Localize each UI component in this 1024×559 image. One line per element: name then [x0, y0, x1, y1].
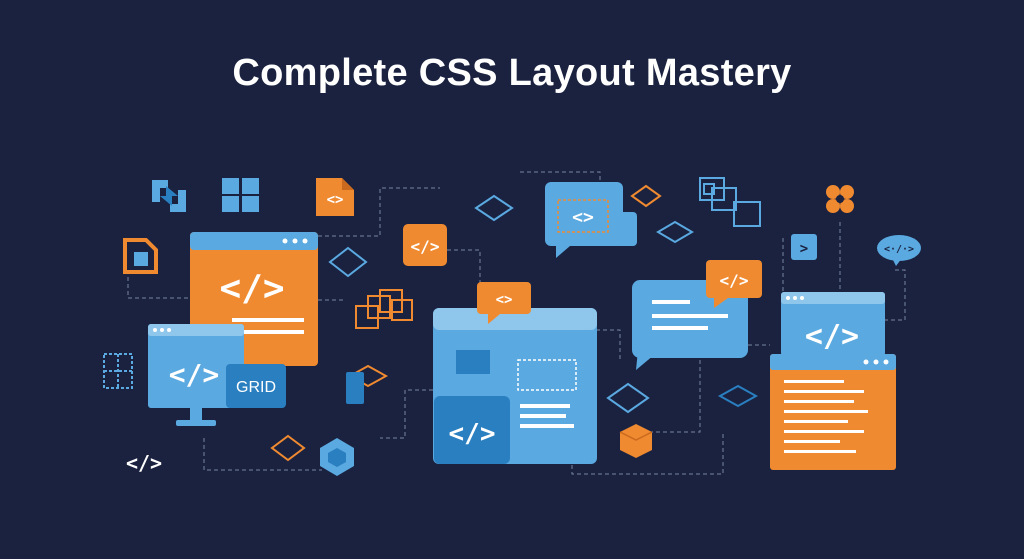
orange-tag-bubble: <> [477, 282, 531, 324]
diamond-icon-right [656, 220, 694, 244]
terminal-icon: > [791, 234, 817, 260]
orange-tag-bubble-glyph: <> [496, 292, 513, 308]
grid-badge-label: GRID [236, 379, 276, 396]
blue-code-window: </> [781, 292, 885, 356]
sync-icon [152, 180, 186, 212]
dashed-grid-icon [103, 353, 133, 389]
small-chat-icon: <·/·> [877, 235, 921, 266]
white-code-glyph: </> [126, 451, 162, 475]
diamond-icon-center [606, 382, 650, 414]
orange-code-bubble-glyph: </> [720, 271, 749, 290]
orange-code-bubble: </> [706, 260, 762, 308]
layers-icon [346, 364, 389, 404]
code-tag-glyph: </> [411, 237, 440, 256]
small-chat-glyph: <·/·> [884, 244, 914, 255]
orange-window-code-glyph: </> [219, 268, 284, 309]
diamond-icon-orange [270, 434, 306, 462]
center-browser-window: </> [433, 308, 597, 464]
diamond-icon-small-orange [630, 184, 662, 208]
diamond-icon [328, 246, 368, 278]
center-window-code-glyph: </> [449, 419, 496, 449]
diamond-icon-far-right [717, 384, 759, 408]
monitor-icon: </> [148, 324, 244, 426]
chat-window-icon: <> [545, 182, 637, 258]
page-title: Complete CSS Layout Mastery [232, 52, 792, 94]
flower-icon [826, 185, 854, 213]
grid-badge: GRID [226, 364, 286, 408]
terminal-glyph: > [800, 241, 808, 257]
blue-window-code-glyph: </> [805, 319, 859, 354]
box-icon [619, 424, 653, 458]
orange-document-window [770, 354, 896, 470]
code-tag-icon: </> [403, 224, 447, 266]
stacked-frames-icon [355, 289, 413, 329]
monitor-code-glyph: </> [169, 358, 220, 391]
cube-icon [320, 438, 354, 476]
document-icon [123, 238, 158, 274]
nested-frames-icon [699, 177, 761, 227]
diamond-icon-top [474, 194, 514, 222]
code-file-glyph: <> [327, 192, 344, 208]
chat-window-glyph: <> [572, 207, 594, 228]
grid-icon [222, 178, 259, 212]
code-file-icon: <> [316, 178, 354, 216]
